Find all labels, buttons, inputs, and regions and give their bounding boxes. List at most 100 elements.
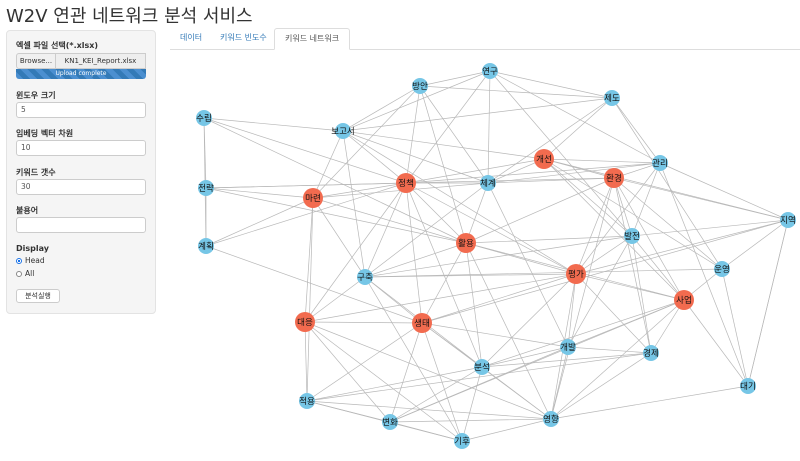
browse-button[interactable]: Browse... [16, 53, 56, 69]
network-edge [543, 158, 685, 301]
network-node[interactable]: 발전 [624, 228, 640, 244]
network-node[interactable]: 적용 [299, 393, 315, 409]
network-node-circle[interactable] [780, 212, 796, 228]
radio-selected-icon[interactable] [16, 257, 22, 264]
network-node[interactable]: 마련 [303, 188, 323, 208]
network-edge [205, 182, 407, 247]
network-node-circle[interactable] [560, 339, 576, 355]
network-node-circle[interactable] [652, 155, 668, 171]
run-analysis-button[interactable]: 분석실행 [16, 289, 60, 303]
network-edge [543, 97, 613, 160]
network-edge [304, 321, 308, 402]
network-node-circle[interactable] [295, 312, 315, 332]
radio-unselected-icon[interactable] [16, 270, 22, 277]
network-edge [419, 85, 489, 184]
network-node-circle[interactable] [714, 261, 730, 277]
network-node[interactable]: 생태 [412, 313, 432, 333]
network-node-label: 적용 [299, 396, 315, 407]
network-node[interactable]: 관리 [652, 155, 668, 171]
network-edge [683, 299, 749, 387]
network-node[interactable]: 분석 [474, 359, 490, 375]
network-node-circle[interactable] [604, 168, 624, 188]
network-node[interactable]: 지역 [780, 212, 796, 228]
stopword-input[interactable] [16, 217, 146, 233]
network-node[interactable]: 환경 [604, 168, 624, 188]
network-node-circle[interactable] [543, 411, 559, 427]
network-edge [550, 346, 569, 420]
network-node-circle[interactable] [566, 264, 586, 284]
network-node[interactable]: 개발 [560, 339, 576, 355]
network-node[interactable]: 개선 [534, 149, 554, 169]
network-node[interactable]: 전략 [198, 180, 214, 196]
embedding-dim-input[interactable]: 10 [16, 140, 146, 156]
network-node-circle[interactable] [456, 233, 476, 253]
network-node[interactable]: 경제 [643, 345, 659, 361]
network-node[interactable]: 연구 [482, 63, 498, 79]
network-edge [575, 162, 661, 275]
network-node[interactable]: 사업 [674, 290, 694, 310]
network-node-label: 변화 [382, 417, 398, 428]
network-node-label: 전략 [198, 183, 214, 194]
network-edge [421, 242, 467, 324]
network-node[interactable]: 대기 [740, 378, 756, 394]
network-node-label: 체계 [480, 178, 496, 189]
network-node-circle[interactable] [303, 188, 323, 208]
network-node-circle[interactable] [382, 414, 398, 430]
network-node[interactable]: 보고서 [331, 123, 355, 139]
network-node-circle[interactable] [396, 173, 416, 193]
network-node-circle[interactable] [198, 238, 214, 254]
network-edge [721, 219, 789, 270]
network-node[interactable]: 운영 [714, 261, 730, 277]
network-node-circle[interactable] [480, 175, 496, 191]
window-size-input[interactable]: 5 [16, 102, 146, 118]
network-node-circle[interactable] [299, 393, 315, 409]
tab-keyword-frequency[interactable]: 키워드 빈도수 [220, 33, 267, 42]
network-node-label: 정책 [398, 178, 414, 189]
network-node-circle[interactable] [474, 359, 490, 375]
network-node[interactable]: 구축 [357, 269, 373, 285]
network-node-circle[interactable] [624, 228, 640, 244]
keyword-count-input[interactable]: 30 [16, 179, 146, 195]
network-node-label: 영향 [543, 414, 559, 425]
network-node-circle[interactable] [454, 433, 470, 449]
network-edge [465, 177, 615, 244]
network-node[interactable]: 기후 [454, 433, 470, 449]
network-edge [342, 130, 545, 160]
network-edge [487, 97, 613, 184]
network-node-circle[interactable] [674, 290, 694, 310]
network-node[interactable]: 체계 [480, 175, 496, 191]
network-node-circle[interactable] [604, 90, 620, 106]
tab-data[interactable]: 데이터 [180, 33, 203, 42]
network-node-circle[interactable] [196, 110, 212, 126]
network-node-circle[interactable] [198, 180, 214, 196]
tab-keyword-network[interactable]: 키워드 네트워크 [274, 28, 351, 50]
network-node-circle[interactable] [643, 345, 659, 361]
network-node[interactable]: 영향 [543, 411, 559, 427]
network-edge [543, 158, 633, 237]
network-node[interactable]: 활용 [456, 233, 476, 253]
network-node-circle[interactable] [335, 123, 351, 139]
network-node[interactable]: 수립 [196, 110, 212, 126]
network-node-label: 관리 [652, 158, 668, 169]
display-radio-head[interactable]: Head [16, 256, 45, 265]
network-node-circle[interactable] [412, 313, 432, 333]
network-node[interactable]: 대응 [295, 312, 315, 332]
network-node[interactable]: 계획 [198, 238, 214, 254]
display-radio-all[interactable]: All [16, 269, 34, 278]
network-node-label: 연구 [482, 67, 498, 77]
network-node[interactable]: 변화 [382, 414, 398, 430]
network-node[interactable]: 평가 [566, 264, 586, 284]
network-node[interactable]: 방안 [412, 78, 428, 94]
network-node-circle[interactable] [534, 149, 554, 169]
network-node-label: 지역 [780, 215, 796, 226]
network-node[interactable]: 제도 [604, 90, 620, 106]
network-node[interactable]: 정책 [396, 173, 416, 193]
network-node-circle[interactable] [740, 378, 756, 394]
network-node-circle[interactable] [357, 269, 373, 285]
network-node-circle[interactable] [482, 63, 498, 79]
network-edge [567, 273, 577, 348]
network-edge [487, 182, 569, 348]
network-edge [306, 366, 483, 402]
network-node-circle[interactable] [412, 78, 428, 94]
